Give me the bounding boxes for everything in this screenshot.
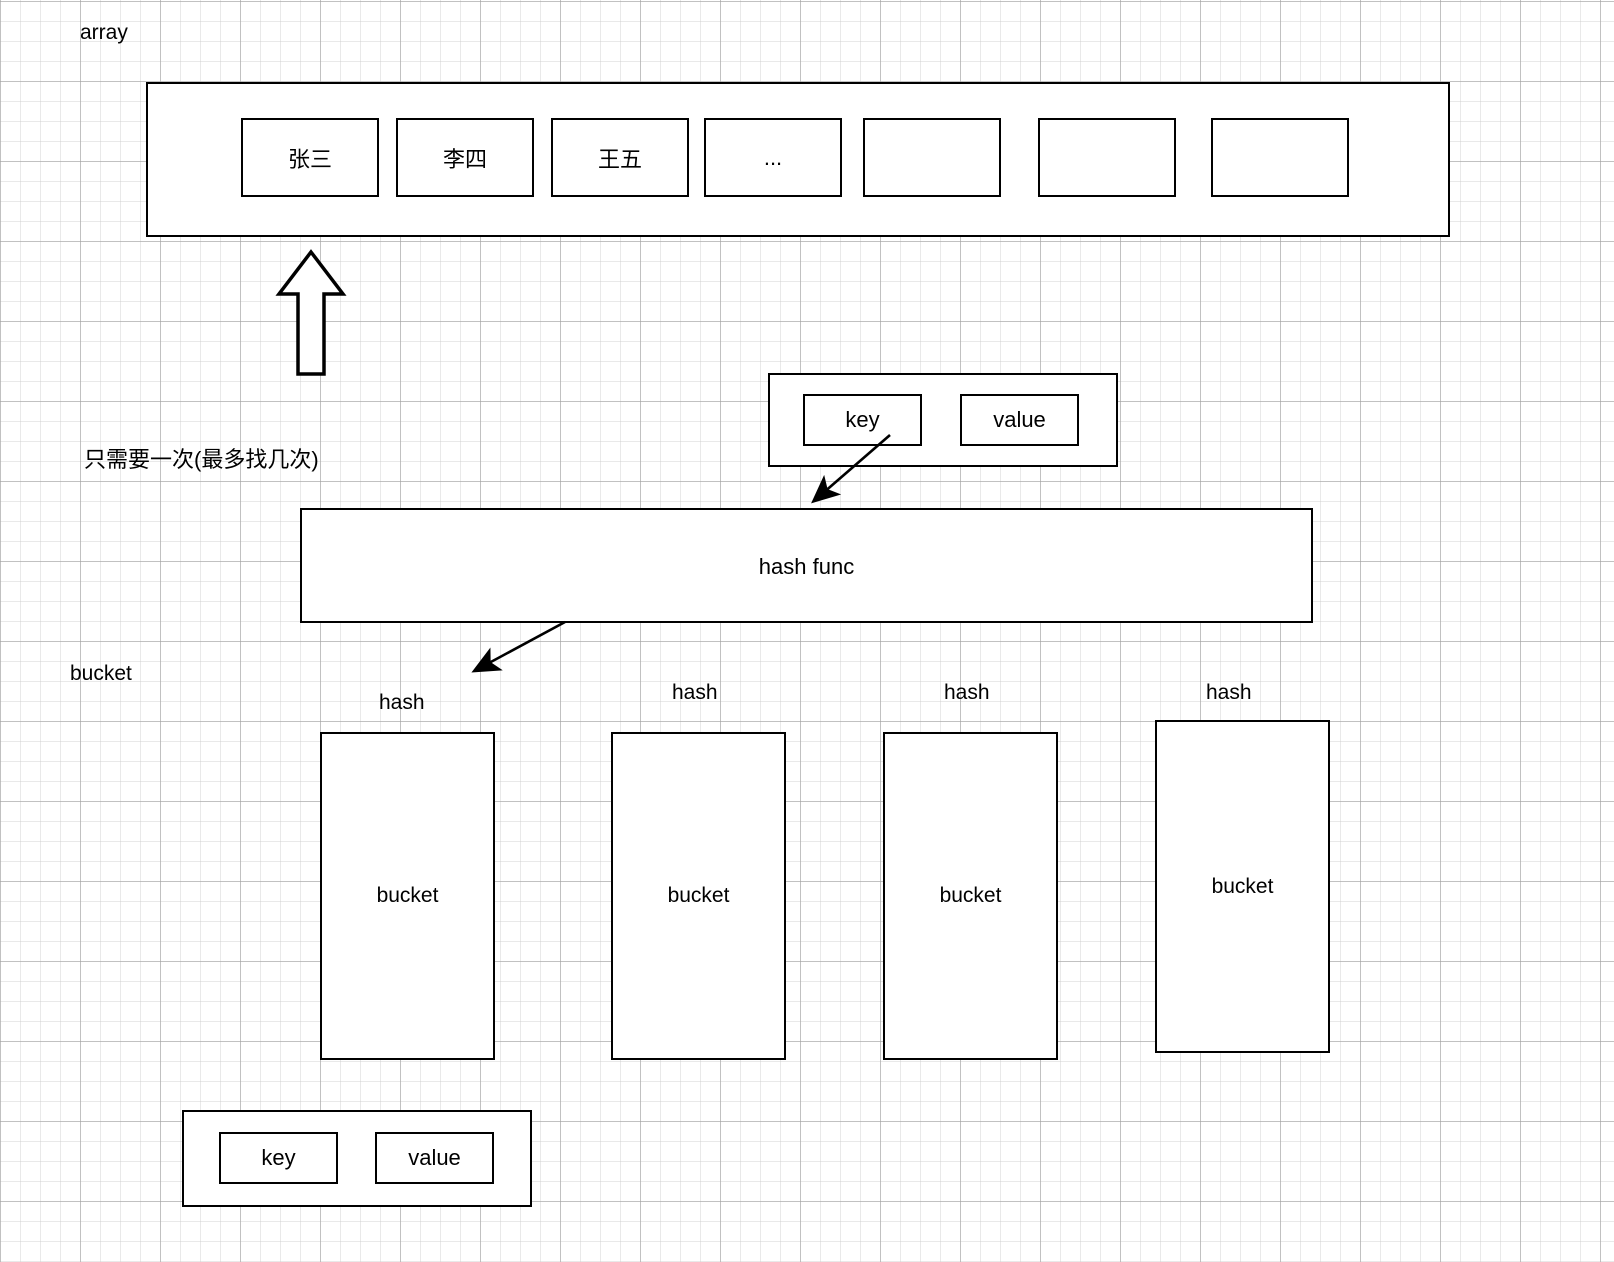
kv-bottom-key-label: key: [261, 1145, 296, 1170]
bucket-2-box[interactable]: bucket: [883, 732, 1058, 1060]
bucket-2-hash-label: hash: [944, 681, 990, 704]
bucket-3-hash-label: hash: [1206, 681, 1252, 704]
array-cell-0[interactable]: 张三: [241, 118, 379, 197]
bucket-3-label: bucket: [1211, 874, 1274, 898]
kv-top-value-box[interactable]: value: [960, 394, 1079, 446]
lookup-note-label: 只需要一次(最多找几次): [84, 447, 319, 472]
bucket-0-hash-label: hash: [379, 691, 425, 714]
array-cell-text: 王五: [597, 146, 642, 172]
array-cell-5[interactable]: [1038, 118, 1176, 197]
bucket-2-label: bucket: [939, 884, 1002, 907]
kv-top-key-label: key: [845, 407, 880, 432]
hash-func-box[interactable]: [300, 508, 1313, 623]
array-cell-text: 张三: [287, 146, 332, 172]
array-cell-2[interactable]: 王五: [551, 118, 689, 197]
kv-top-key-box[interactable]: key: [803, 394, 922, 446]
array-cell-3[interactable]: ...: [704, 118, 842, 197]
array-cell-text: 李四: [442, 146, 487, 172]
kv-bottom-value-label: value: [408, 1145, 461, 1170]
bucket-1-label: bucket: [667, 884, 730, 907]
bucket-side-label: bucket: [70, 662, 132, 685]
kv-top-value-label: value: [993, 407, 1046, 432]
bucket-3-box[interactable]: bucket: [1155, 720, 1330, 1053]
kv-bottom-key-box[interactable]: key: [219, 1132, 338, 1184]
array-cell-1[interactable]: 李四: [396, 118, 534, 197]
array-cell-4[interactable]: [863, 118, 1001, 197]
bucket-0-box[interactable]: bucket: [320, 732, 495, 1060]
array-cell-text: ...: [763, 144, 783, 170]
bucket-1-hash-label: hash: [672, 681, 718, 704]
array-cell-6[interactable]: [1211, 118, 1349, 197]
bucket-0-label: bucket: [376, 884, 439, 907]
bucket-1-box[interactable]: bucket: [611, 732, 786, 1060]
hashfunc-to-bucket-arrow-icon: [471, 620, 566, 673]
block-up-arrow-icon: [275, 249, 347, 376]
hash-func-label: hash func: [758, 554, 855, 579]
array-label: array: [80, 21, 128, 44]
kv-bottom-value-box[interactable]: value: [375, 1132, 494, 1184]
